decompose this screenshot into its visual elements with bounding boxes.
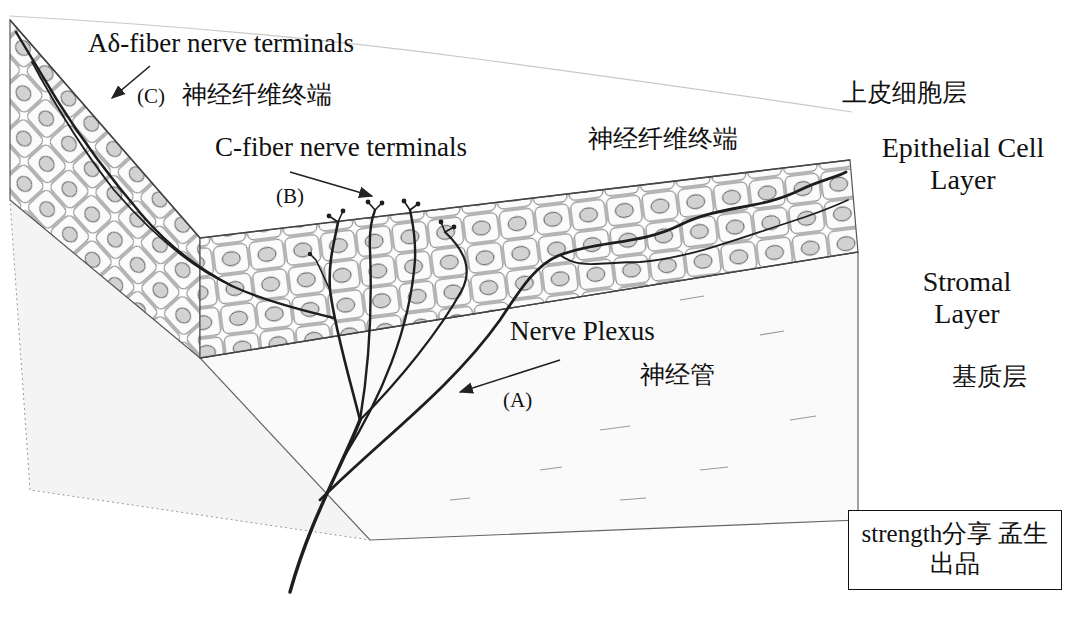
watermark-text: strength分享 孟生出品	[857, 519, 1053, 579]
leader-arrows	[112, 66, 560, 392]
epithelium-layer	[200, 160, 858, 358]
fiber-label: Aδ-fiber nerve terminals	[88, 28, 354, 59]
plexus-label: Nerve Plexus	[510, 316, 655, 347]
surface-edge	[10, 16, 852, 112]
layer-label-cn: 基质层	[952, 362, 1027, 391]
fiber-label-cn: 神经纤维终端	[182, 80, 332, 109]
callout-letter: (A)	[503, 388, 532, 412]
nerve-fibers	[16, 32, 848, 592]
fiber-label-cn: 神经纤维终端	[588, 124, 738, 153]
layer-label: Epithelial Cell Layer	[852, 132, 1074, 196]
fiber-label: C-fiber nerve terminals	[215, 132, 467, 163]
layer-label: Stromal Layer	[892, 266, 1042, 330]
basement-line	[200, 252, 858, 358]
callout-letter: (C)	[137, 84, 165, 108]
plexus-label-cn: 神经管	[640, 360, 715, 389]
callout-letter: (B)	[276, 184, 304, 208]
stroma-fibers	[450, 296, 816, 500]
watermark-box: strength分享 孟生出品	[848, 510, 1062, 590]
layer-label-cn: 上皮细胞层	[842, 78, 967, 107]
epithelium-surface	[10, 20, 850, 238]
nerve-terminal-dots	[308, 199, 457, 257]
